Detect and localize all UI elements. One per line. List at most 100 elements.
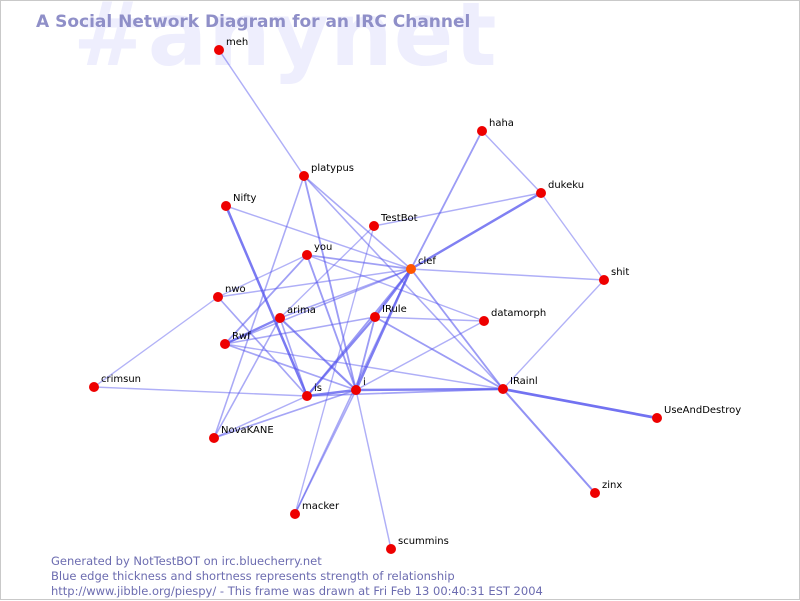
node-label-IRainl: IRainl bbox=[510, 376, 538, 387]
node-IRainl[interactable]: IRainl bbox=[498, 376, 538, 394]
footer-source-link[interactable]: http://www.jibble.org/piespy/ - This fra… bbox=[51, 584, 543, 598]
node-label-macker: macker bbox=[302, 501, 340, 512]
node-TestBot[interactable]: TestBot bbox=[369, 213, 418, 231]
edge-Nifty-is bbox=[224, 204, 309, 398]
node-dot-scummins[interactable] bbox=[386, 544, 396, 554]
edge-crimsun-is bbox=[93, 386, 308, 397]
node-dot-zinx[interactable] bbox=[590, 488, 600, 498]
edge-i-NovaKANE bbox=[213, 389, 357, 439]
edge-haha-clef bbox=[410, 130, 483, 270]
edge-dukeku-shit bbox=[540, 192, 605, 281]
node-dot-clef[interactable] bbox=[406, 264, 416, 274]
edge-IRainl-zinx bbox=[501, 387, 597, 495]
edge-IRule-datamorph bbox=[374, 316, 485, 322]
edge-clef-shit bbox=[410, 268, 605, 281]
node-crimsun[interactable]: crimsun bbox=[89, 374, 141, 392]
node-label-TestBot: TestBot bbox=[380, 213, 418, 224]
edge-haha-dukeku bbox=[481, 130, 542, 194]
edge-nwo-crimsun bbox=[93, 296, 219, 388]
edge-platypus-IRainl bbox=[303, 175, 504, 390]
node-NovaKANE[interactable]: NovaKANE bbox=[209, 425, 274, 443]
node-Rwf[interactable]: Rwf bbox=[220, 331, 251, 349]
node-clef[interactable]: clef bbox=[406, 256, 436, 274]
edge-layer bbox=[93, 49, 659, 550]
node-datamorph[interactable]: datamorph bbox=[479, 308, 546, 326]
edge-arima-Rwf bbox=[223, 316, 282, 346]
edge-IRule-Rwf bbox=[224, 316, 376, 345]
node-dot-crimsun[interactable] bbox=[89, 382, 99, 392]
node-dot-IRule[interactable] bbox=[370, 312, 380, 322]
node-macker[interactable]: macker bbox=[290, 501, 340, 519]
edge-Rwf-i bbox=[224, 343, 357, 391]
edge-arima-NovaKANE bbox=[213, 317, 281, 439]
node-dot-datamorph[interactable] bbox=[479, 316, 489, 326]
node-label-crimsun: crimsun bbox=[101, 374, 141, 385]
edge-you-nwo bbox=[217, 254, 308, 298]
node-label-platypus: platypus bbox=[311, 163, 354, 174]
diagram-title: A Social Network Diagram for an IRC Chan… bbox=[36, 12, 471, 32]
node-dukeku[interactable]: dukeku bbox=[536, 180, 584, 198]
node-label-zinx: zinx bbox=[602, 480, 622, 491]
edge-i-scummins bbox=[355, 389, 392, 550]
node-label-meh: meh bbox=[226, 37, 248, 48]
node-arima[interactable]: arima bbox=[275, 305, 316, 323]
node-dot-platypus[interactable] bbox=[299, 171, 309, 181]
node-zinx[interactable]: zinx bbox=[590, 480, 622, 498]
node-scummins[interactable]: scummins bbox=[386, 536, 449, 554]
node-label-shit: shit bbox=[611, 267, 629, 278]
node-label-clef: clef bbox=[418, 256, 436, 267]
node-label-is: is bbox=[314, 383, 322, 394]
node-haha[interactable]: haha bbox=[477, 118, 514, 136]
node-dot-i[interactable] bbox=[351, 385, 361, 395]
node-dot-haha[interactable] bbox=[477, 126, 487, 136]
footer: Generated by NotTestBOT on irc.bluecherr… bbox=[51, 554, 543, 599]
node-i[interactable]: i bbox=[351, 377, 366, 395]
node-dot-macker[interactable] bbox=[290, 509, 300, 519]
node-dot-NovaKANE[interactable] bbox=[209, 433, 219, 443]
node-IRule[interactable]: IRule bbox=[370, 304, 407, 322]
edge-datamorph-i bbox=[355, 320, 485, 391]
edge-you-Rwf bbox=[224, 254, 308, 345]
node-dot-TestBot[interactable] bbox=[369, 221, 379, 231]
node-UseAndDestroy[interactable]: UseAndDestroy bbox=[652, 405, 741, 423]
node-label-Rwf: Rwf bbox=[232, 331, 251, 342]
node-nwo[interactable]: nwo bbox=[213, 284, 246, 302]
node-label-arima: arima bbox=[287, 305, 316, 316]
footer-generated-by: Generated by NotTestBOT on irc.bluecherr… bbox=[51, 554, 322, 568]
node-dot-UseAndDestroy[interactable] bbox=[652, 413, 662, 423]
edge-clef-IRule bbox=[373, 267, 413, 319]
edge-nwo-is bbox=[217, 296, 308, 397]
node-shit[interactable]: shit bbox=[599, 267, 629, 285]
edge-dukeku-TestBot bbox=[373, 192, 542, 227]
node-label-nwo: nwo bbox=[225, 284, 246, 295]
node-dot-you[interactable] bbox=[302, 250, 312, 260]
node-is[interactable]: is bbox=[302, 383, 322, 401]
footer-legend-note: Blue edge thickness and shortness repres… bbox=[51, 569, 455, 583]
edge-Nifty-clef bbox=[225, 205, 412, 270]
edge-you-clef bbox=[306, 254, 412, 270]
node-dot-is[interactable] bbox=[302, 391, 312, 401]
edge-clef-IRainl bbox=[410, 268, 504, 390]
node-dot-IRainl[interactable] bbox=[498, 384, 508, 394]
channel-watermark: #anynet bbox=[73, 0, 498, 86]
node-dot-Rwf[interactable] bbox=[220, 339, 230, 349]
edge-arima-i bbox=[278, 316, 358, 392]
node-platypus[interactable]: platypus bbox=[299, 163, 354, 181]
node-dot-arima[interactable] bbox=[275, 313, 285, 323]
node-Nifty[interactable]: Nifty bbox=[221, 193, 257, 211]
node-meh[interactable]: meh bbox=[214, 37, 248, 55]
node-dot-dukeku[interactable] bbox=[536, 188, 546, 198]
edge-you-i bbox=[306, 254, 357, 391]
node-label-i: i bbox=[363, 377, 366, 388]
node-dot-meh[interactable] bbox=[214, 45, 224, 55]
edge-clef-Rwf bbox=[224, 268, 412, 345]
node-dot-nwo[interactable] bbox=[213, 292, 223, 302]
node-you[interactable]: you bbox=[302, 242, 332, 260]
node-dot-shit[interactable] bbox=[599, 275, 609, 285]
edge-TestBot-arima bbox=[279, 225, 375, 319]
node-dot-Nifty[interactable] bbox=[221, 201, 231, 211]
edge-is-NovaKANE bbox=[213, 395, 308, 439]
